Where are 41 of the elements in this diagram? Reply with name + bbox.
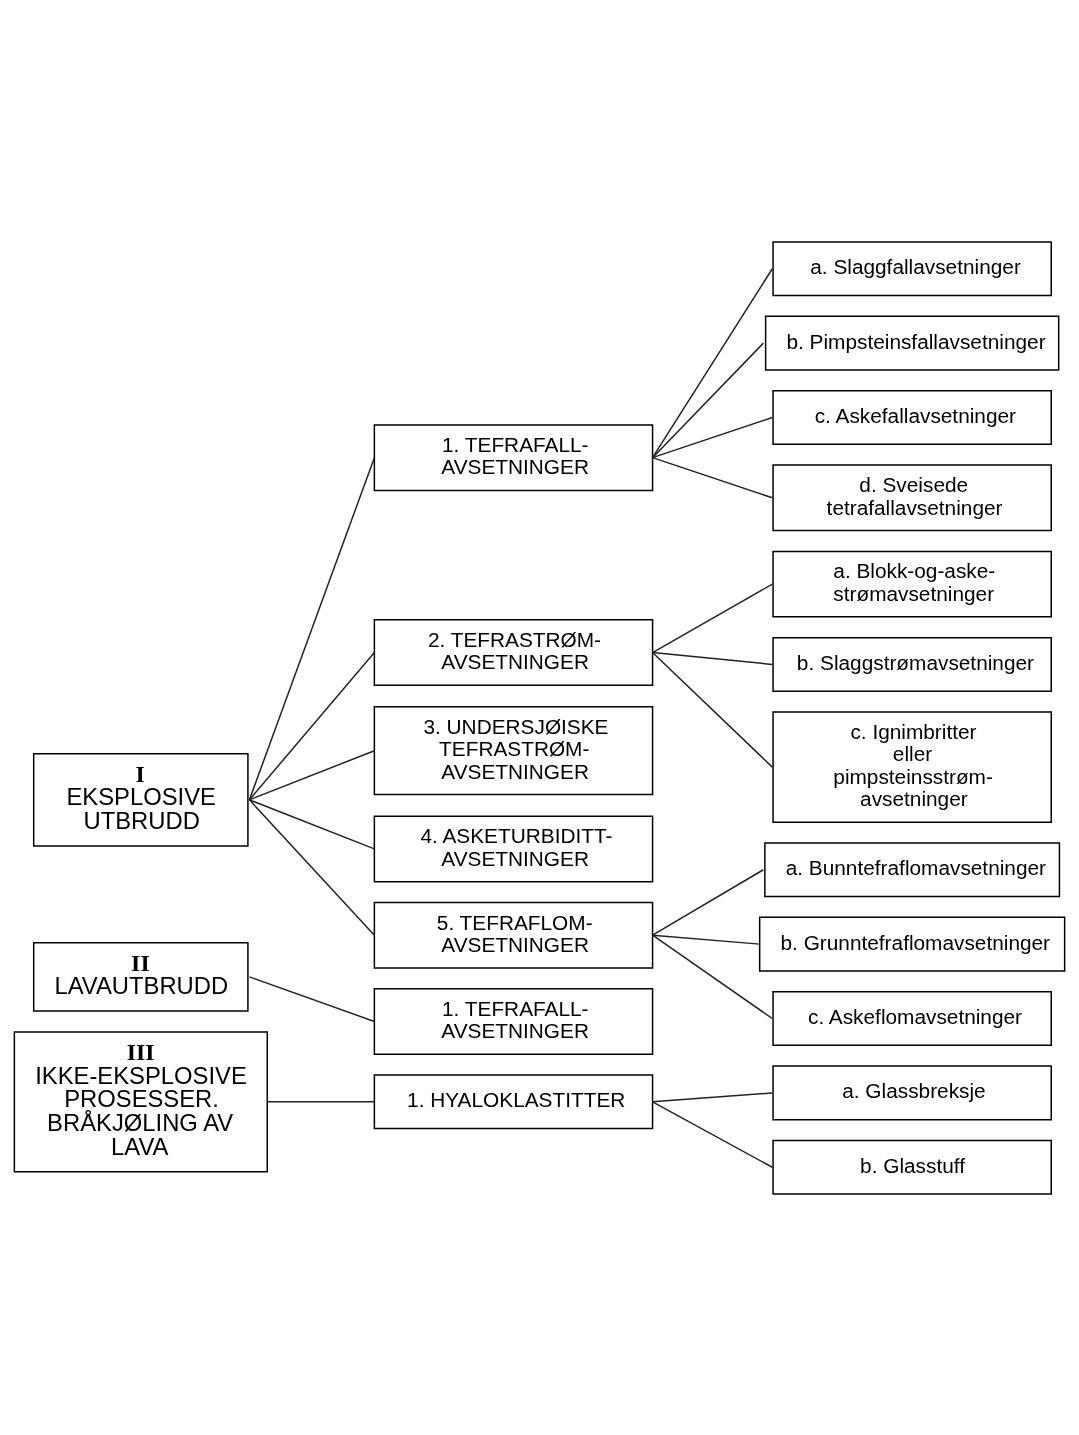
connector: [651, 582, 774, 653]
node-box: b. Pimpsteinsfallavsetninger: [764, 315, 1060, 371]
node-box: 4. ASKETURBIDITT- AVSETNINGER: [373, 814, 654, 882]
connector: [651, 933, 774, 1019]
node-box: 1. TEFRAFALL- AVSETNINGER: [373, 987, 654, 1055]
connector: [651, 1091, 774, 1103]
node-box: b. Slaggstrømavsetninger: [772, 636, 1052, 692]
node-box: a. Bunntefraflomavsetninger: [764, 841, 1061, 897]
node-box: a. Glassbreksje: [772, 1064, 1052, 1120]
node-box: d. Sveisede tetrafallavsetninger: [772, 463, 1052, 531]
connector: [248, 798, 376, 850]
connector: [266, 1100, 376, 1103]
connector: [651, 416, 774, 458]
connector: [248, 749, 376, 801]
node-box: III IKKE-EKSPLOSIVE PROSESSER. BRÅKJØLING AV LAVA: [13, 1030, 268, 1172]
node-box: c. Askefallavsetninger: [772, 389, 1052, 445]
connector: [248, 798, 376, 936]
connector: [651, 456, 774, 499]
node-box: b. Glasstuff: [772, 1139, 1052, 1195]
node-box: 2. TEFRASTRØM- AVSETNINGER: [373, 618, 654, 686]
connector: [651, 933, 761, 945]
connector: [651, 1100, 774, 1168]
node-box: 1. TEFRAFALL- AVSETNINGER: [373, 423, 654, 491]
node-box: a. Blokk-og-aske- strømavsetninger: [772, 550, 1052, 618]
connector: [248, 651, 376, 801]
node-box: 1. HYALOKLASTITTER: [373, 1073, 654, 1129]
connector: [248, 456, 376, 801]
connector: [651, 651, 774, 665]
node-box: I EKSPLOSIVE UTBRUDD: [32, 752, 249, 847]
node-box: II LAVAUTBRUDD: [32, 941, 249, 1012]
node-box: c. Askeflomavsetninger: [772, 990, 1052, 1046]
connector: [248, 975, 376, 1022]
connector: [651, 267, 774, 458]
connector: [651, 651, 774, 768]
connector: [651, 868, 765, 936]
node-box: 5. TEFRAFLOM- AVSETNINGER: [373, 901, 654, 969]
node-box: c. Ignimbritter eller pimpsteinsstrøm- avsetninger: [772, 710, 1052, 823]
connector: [651, 341, 765, 458]
node-box: 3. UNDERSJØISKE TEFRASTRØM- AVSETNINGER: [373, 705, 654, 795]
node-box: a. Slaggfallavsetninger: [772, 240, 1052, 296]
node-box: b. Grunntefraflomavsetninger: [758, 916, 1066, 972]
